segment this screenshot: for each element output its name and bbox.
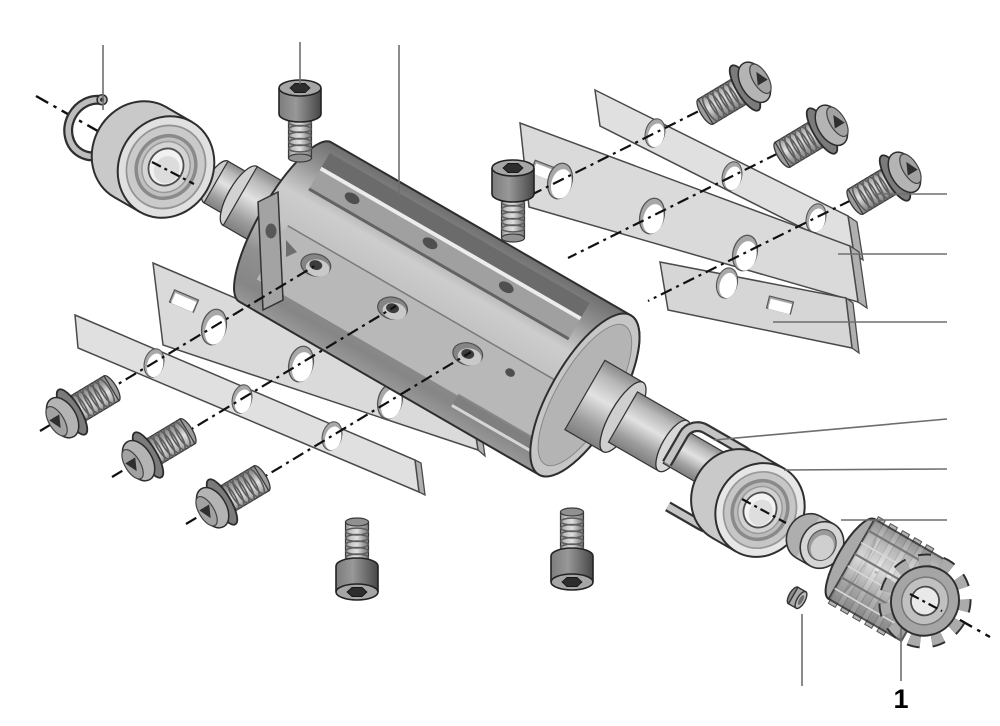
cap-screw-bottom-2: [550, 507, 594, 591]
bore-centerlines: [151, 161, 943, 612]
drive-gear: [824, 516, 972, 649]
spacer-sleeve: [785, 512, 845, 570]
leader-lines: [102, 42, 948, 686]
bearing-left: [90, 100, 216, 219]
leader-wave-ring: [713, 418, 948, 441]
drum-clamp-tab: [257, 190, 297, 312]
gib-upper: [659, 261, 860, 355]
leader-bearing-right: [783, 468, 948, 471]
cutter-drum: [201, 140, 754, 504]
knife-lower: [74, 313, 426, 497]
cap-screw-bottom-1: [335, 517, 379, 601]
callout-1-label: 1: [893, 684, 908, 714]
dowel-pin: [786, 586, 808, 610]
